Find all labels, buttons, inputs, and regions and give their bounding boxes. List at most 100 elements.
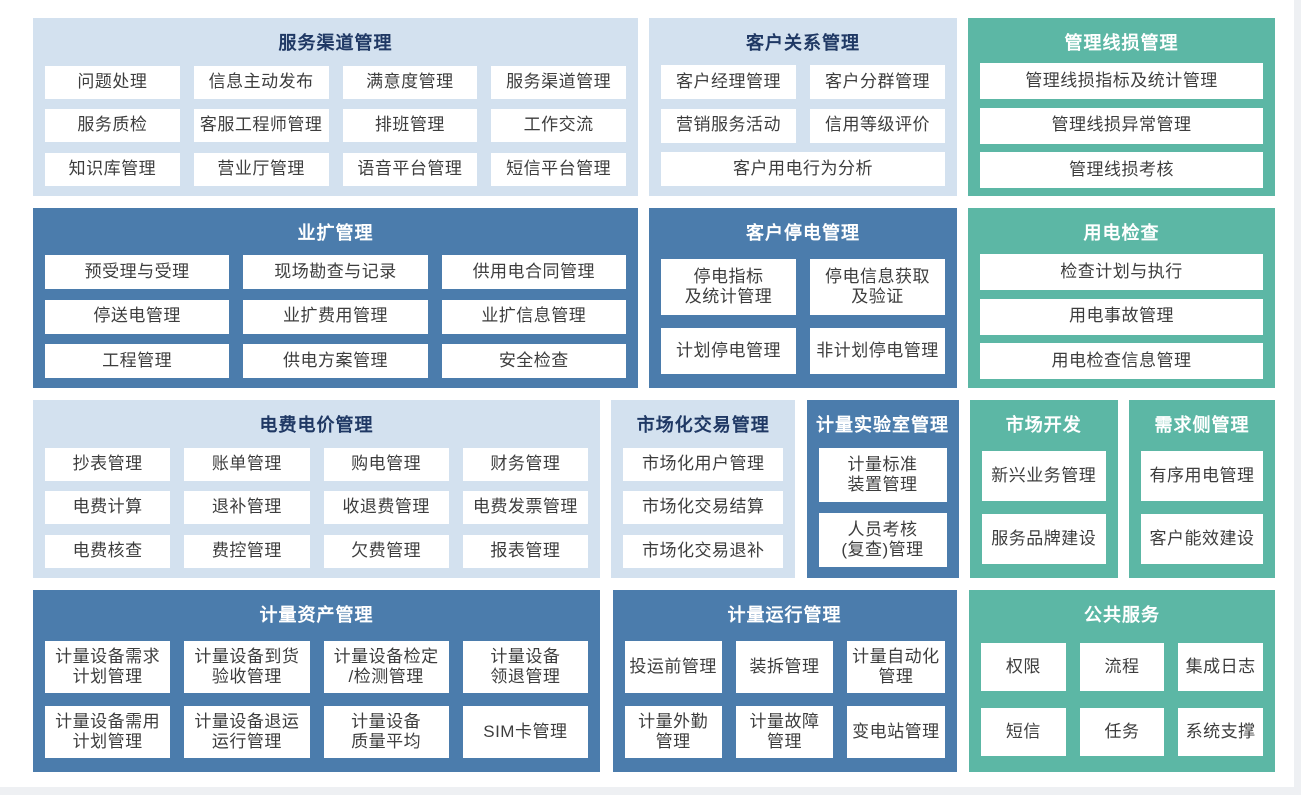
module-item: 权限 (981, 643, 1066, 692)
module-item: 计量标准 装置管理 (818, 448, 947, 502)
module-grid: 新兴业务管理服务品牌建设 (970, 437, 1118, 578)
module-item: 工作交流 (491, 109, 626, 142)
module-item: 财务管理 (462, 447, 588, 481)
module-item: 市场化交易结算 (623, 491, 784, 524)
module-grid: 市场化用户管理市场化交易结算市场化交易退补 (611, 437, 795, 578)
module-item: 市场化交易退补 (623, 534, 784, 568)
module-item: 欠费管理 (323, 534, 449, 568)
module-item: 服务渠道管理 (491, 65, 626, 99)
module-grid: 客户经理管理客户分群管理营销服务活动信用等级评价客户用电行为分析 (649, 55, 957, 196)
module-grid: 预受理与受理现场勘查与记录供用电合同管理停送电管理业扩费用管理业扩信息管理工程管… (33, 245, 638, 388)
module-item: 系统支撑 (1178, 707, 1263, 756)
panel-title: 业扩管理 (297, 223, 374, 243)
panel-metering-laboratory-management: 计量实验室管理计量标准 装置管理人员考核 (复查)管理 (806, 400, 959, 578)
panel-tariff-and-price-management: 电费电价管理抄表管理账单管理购电管理财务管理电费计算退补管理收退费管理电费发票管… (33, 400, 600, 578)
module-item: 电费计算 (45, 491, 171, 524)
module-grid: 计量标准 装置管理人员考核 (复查)管理 (807, 437, 959, 578)
module-item: 客户经理管理 (661, 64, 796, 99)
panel-title: 公共服务 (1084, 605, 1160, 625)
module-item: 用电事故管理 (980, 298, 1263, 335)
module-grid: 停电指标 及统计管理停电信息获取 及验证计划停电管理非计划停电管理 (649, 245, 957, 388)
module-item: 任务 (1079, 707, 1165, 756)
module-item: 计量设备退运 运行管理 (184, 706, 310, 759)
panel-title: 电费电价管理 (259, 415, 374, 435)
panel-title: 计量资产管理 (259, 605, 374, 625)
module-item: 计量设备到货 验收管理 (184, 640, 310, 693)
module-item: 预受理与受理 (45, 255, 230, 290)
panel-title: 服务渠道管理 (278, 33, 393, 53)
panel-electricity-inspection: 用电检查检查计划与执行用电事故管理用电检查信息管理 (968, 208, 1275, 388)
module-item: 客服工程师管理 (193, 109, 329, 142)
module-item: 投运前管理 (624, 640, 722, 693)
panel-title: 用电检查 (1083, 223, 1160, 243)
module-item: 非计划停电管理 (810, 328, 945, 375)
module-item: 流程 (1079, 643, 1165, 692)
panel-market-development: 市场开发新兴业务管理服务品牌建设 (969, 400, 1118, 578)
module-item: 营销服务活动 (661, 108, 796, 143)
page-edge-bottom (0, 787, 1301, 795)
module-item: 工程管理 (45, 343, 230, 378)
module-item: 客户分群管理 (810, 64, 945, 99)
panel-title: 客户停电管理 (746, 223, 860, 243)
module-item: 计量设备 领退管理 (462, 640, 588, 693)
panel-customer-relationship-management: 客户关系管理客户经理管理客户分群管理营销服务活动信用等级评价客户用电行为分析 (649, 18, 957, 196)
module-item: 计量设备需求 计划管理 (45, 640, 171, 693)
module-item: 排班管理 (342, 109, 478, 142)
module-item: 购电管理 (323, 447, 449, 481)
module-item: 电费发票管理 (462, 491, 588, 524)
module-item: 供用电合同管理 (441, 255, 626, 290)
panel-metering-asset-management: 计量资产管理计量设备需求 计划管理计量设备到货 验收管理计量设备检定 /检测管理… (33, 590, 600, 772)
panel-customer-outage-management: 客户停电管理停电指标 及统计管理停电信息获取 及验证计划停电管理非计划停电管理 (649, 208, 957, 388)
module-item: 管理线损指标及统计管理 (980, 63, 1263, 100)
module-item: 计量外勤 管理 (624, 706, 722, 759)
panel-title: 需求侧管理 (1154, 415, 1250, 435)
diagram-canvas: 服务渠道管理问题处理信息主动发布满意度管理服务渠道管理服务质检客服工程师管理排班… (33, 18, 1275, 772)
panel-public-services: 公共服务权限流程集成日志短信任务系统支撑 (969, 590, 1275, 772)
module-item: 语音平台管理 (342, 152, 478, 186)
module-grid: 问题处理信息主动发布满意度管理服务渠道管理服务质检客服工程师管理排班管理工作交流… (33, 55, 638, 196)
module-item: 短信平台管理 (491, 152, 626, 186)
module-item: 电费核查 (45, 534, 171, 568)
module-item: 问题处理 (45, 65, 180, 99)
module-item: 停电指标 及统计管理 (661, 258, 796, 315)
module-item: 安全检查 (441, 343, 626, 378)
panel-row-3: 电费电价管理抄表管理账单管理购电管理财务管理电费计算退补管理收退费管理电费发票管… (33, 400, 1275, 578)
module-item: 有序用电管理 (1141, 450, 1263, 501)
module-item: 知识库管理 (45, 152, 180, 186)
panel-metering-operation-management: 计量运行管理投运前管理装拆管理计量自动化 管理计量外勤 管理计量故障 管理变电站… (612, 590, 957, 772)
module-item: 计量设备 质量平均 (323, 706, 449, 759)
module-grid: 投运前管理装拆管理计量自动化 管理计量外勤 管理计量故障 管理变电站管理 (613, 627, 957, 772)
module-item: 报表管理 (462, 534, 588, 568)
module-item: 现场勘查与记录 (243, 255, 428, 290)
module-item: 停电信息获取 及验证 (810, 258, 945, 315)
module-item: 管理线损考核 (980, 151, 1263, 188)
panel-business-expansion-management: 业扩管理预受理与受理现场勘查与记录供用电合同管理停送电管理业扩费用管理业扩信息管… (33, 208, 638, 388)
module-item: 计量设备检定 /检测管理 (323, 640, 449, 693)
module-item: 供电方案管理 (243, 343, 428, 378)
module-item: 计量故障 管理 (735, 706, 834, 759)
module-item: 信息主动发布 (193, 65, 329, 99)
module-item: 管理线损异常管理 (980, 107, 1263, 144)
module-item: 装拆管理 (735, 640, 834, 693)
module-item: 服务品牌建设 (981, 514, 1106, 565)
module-item: 集成日志 (1178, 643, 1263, 692)
panel-title: 计量运行管理 (727, 605, 842, 625)
module-item: SIM卡管理 (462, 706, 588, 759)
panel-row-2: 业扩管理预受理与受理现场勘查与记录供用电合同管理停送电管理业扩费用管理业扩信息管… (33, 208, 1275, 388)
module-grid: 抄表管理账单管理购电管理财务管理电费计算退补管理收退费管理电费发票管理电费核查费… (33, 437, 600, 578)
module-item: 营业厅管理 (193, 152, 329, 186)
module-item: 新兴业务管理 (981, 450, 1106, 501)
panel-title: 计量实验室管理 (816, 415, 949, 435)
panel-demand-side-management: 需求侧管理有序用电管理客户能效建设 (1129, 400, 1275, 578)
module-item: 停送电管理 (45, 299, 230, 334)
module-grid: 有序用电管理客户能效建设 (1129, 437, 1275, 578)
module-item: 计量自动化 管理 (847, 640, 945, 693)
module-grid: 检查计划与执行用电事故管理用电检查信息管理 (968, 245, 1275, 388)
panel-market-trading-management: 市场化交易管理市场化用户管理市场化交易结算市场化交易退补 (611, 400, 796, 578)
panel-line-loss-management: 管理线损管理管理线损指标及统计管理管理线损异常管理管理线损考核 (968, 18, 1275, 196)
module-item: 客户能效建设 (1141, 514, 1263, 565)
module-item: 服务质检 (45, 109, 180, 142)
module-item: 变电站管理 (847, 706, 945, 759)
module-item: 费控管理 (184, 534, 310, 568)
panel-service-channel-management: 服务渠道管理问题处理信息主动发布满意度管理服务渠道管理服务质检客服工程师管理排班… (33, 18, 638, 196)
